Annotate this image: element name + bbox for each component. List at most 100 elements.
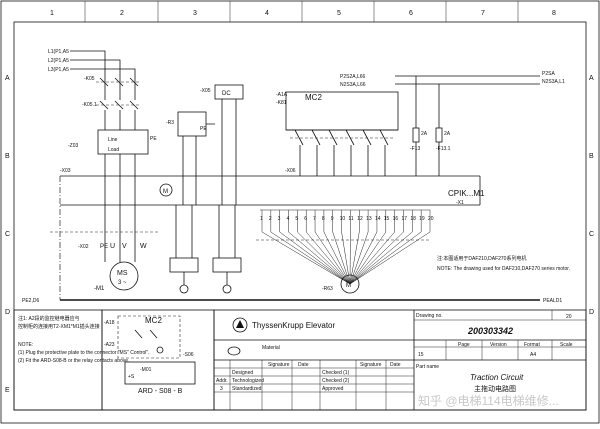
bus-terminal-number: 2 (269, 216, 272, 222)
version-value: 15 (418, 352, 424, 358)
drawing-number: 200303342 (467, 326, 513, 336)
phase-l3-label: L3(P1,A5 (48, 67, 69, 73)
column-labels: 1 2 3 4 5 6 7 8 (50, 1, 556, 22)
bus-terminal-number: 17 (401, 216, 407, 222)
row-checked-2: Checked (2) (322, 378, 350, 384)
logo-mark (236, 320, 244, 328)
mc2-tag-p2s2a: P2S2A,L66 (340, 74, 366, 80)
addr-label: Addr. (216, 378, 228, 384)
bus-terminal-number: 12 (357, 216, 363, 222)
r63-m-label: M (346, 283, 351, 289)
motor-m1-label: -M1 (94, 286, 105, 292)
terminal-u: U (110, 243, 115, 250)
legend-line1: 注1: A2段的监控继电器应与 (18, 315, 80, 322)
bus-terminal-number: 13 (366, 216, 372, 222)
row-standardized: Standardized (232, 386, 262, 392)
mc2-box (286, 92, 398, 130)
right-tag-n2s3a: N2S3A,L1 (542, 79, 565, 85)
col-4: 4 (265, 10, 269, 17)
sheet-number: 20 (566, 314, 572, 320)
pe-rail: PE2,D6 PEALD1 (22, 298, 562, 304)
col-7: 7 (481, 10, 485, 17)
row-approved: Approved (322, 386, 344, 392)
filter-pe-label: PE (150, 136, 157, 142)
row-d-right: D (589, 309, 594, 316)
terminal-w: W (140, 243, 147, 250)
scale-label: Scale (560, 342, 573, 348)
material-label: Material (262, 345, 280, 351)
col-5: 5 (337, 10, 341, 17)
r63-label: -R63 (322, 286, 333, 292)
mc2-plus: +S (128, 374, 135, 380)
row-b-right: B (589, 153, 594, 160)
legend-note1: (1) Plug the protective plate to the con… (18, 350, 150, 356)
k05-label: -K05 (84, 76, 95, 82)
r3-label: -R3 (166, 120, 174, 126)
bus-terminal-number: 5 (295, 216, 298, 222)
x03-label: -X03 (60, 168, 71, 174)
supply-lines: L1(P1,A5 L2(P1,A5 L3(P1,A5 -K05 -K05.1 L… (48, 49, 157, 176)
right-note-cn: 注:本图适用于DAF210,DAF270系列电机 (437, 255, 526, 262)
fuse-f13-label: -F13 (410, 146, 421, 152)
mc2-tag-a23: -A23 (104, 342, 115, 348)
row-checked-1: Checked (1) (322, 370, 350, 376)
brake-relays (170, 205, 241, 293)
fuse-f131 (436, 128, 442, 142)
col-1: 1 (50, 10, 54, 17)
page-label: Page (458, 342, 470, 348)
rev-signature-1: Signature (268, 362, 290, 368)
col-2: 2 (120, 10, 124, 17)
col-6: 6 (409, 10, 413, 17)
rev-signature-2: Signature (360, 362, 382, 368)
dc-supply-block: DC -X05 -R3 PE M (160, 85, 243, 196)
fuse-f13-val: 2A (421, 131, 428, 137)
line-filter-box (98, 130, 148, 154)
mc2-mini: -M01 (140, 367, 152, 373)
mc2-tag: -A1A (276, 92, 288, 98)
x06-label: -X06 (285, 168, 296, 174)
fuse-f131-label: -F13.1 (436, 146, 451, 152)
cpik-tag: -X1 (456, 200, 464, 206)
x02-label: -X02 (78, 244, 89, 250)
bus-terminal-number: 20 (428, 216, 434, 222)
row-b: B (5, 153, 10, 160)
r3-box (178, 112, 206, 136)
bus-terminal-number: 16 (393, 216, 399, 222)
mc2-tag-n2s3a: N2S3A,L66 (340, 82, 366, 88)
row-designed: Designed (232, 370, 253, 376)
z03-label: -Z03 (68, 143, 79, 149)
mc2-label: MC2 (305, 93, 322, 102)
col-3: 3 (193, 10, 197, 17)
legend-line2: 控制柜的连接用T2-XM1*M1插头连接 (18, 323, 100, 330)
legend-box: 注1: A2段的监控继电器应与 控制柜的连接用T2-XM1*M1插头连接 NOT… (14, 310, 150, 410)
legend-note: NOTE: (18, 342, 33, 348)
title-chinese: 主拖动电路图 (474, 384, 516, 393)
rev-date-2: Date (390, 362, 401, 368)
part-name-label: Part name (416, 364, 439, 370)
bus-terminal-number: 15 (384, 216, 390, 222)
projection-symbol (228, 347, 240, 355)
k051-label: -K05.1 (82, 102, 97, 108)
row-d: D (5, 309, 10, 316)
bus-terminal-number: 11 (348, 216, 353, 222)
right-note-en: NOTE: The drawing used for DAF210,DAF270… (437, 266, 570, 272)
bus-terminal-number: 8 (322, 216, 325, 222)
bus-terminal-number: 6 (304, 216, 307, 222)
fan-wire (271, 210, 350, 284)
bus-terminal-number: 19 (419, 216, 425, 222)
row-c: C (5, 231, 10, 238)
addr-value: 3 (220, 386, 223, 392)
cpik-label: CPIK...M1 (448, 189, 485, 198)
r3-pe: PE (200, 126, 207, 132)
fuse-f13 (413, 128, 419, 142)
terminal-v: V (122, 243, 127, 250)
company-name: ThyssenKrupp Elevator (252, 321, 335, 330)
pe2d6-label: PE2,D6 (22, 298, 39, 304)
right-tag-p2sa: P2SA (542, 71, 555, 77)
bus-terminal-number: 3 (278, 216, 281, 222)
mc2-box-title: MC2 (145, 316, 162, 325)
